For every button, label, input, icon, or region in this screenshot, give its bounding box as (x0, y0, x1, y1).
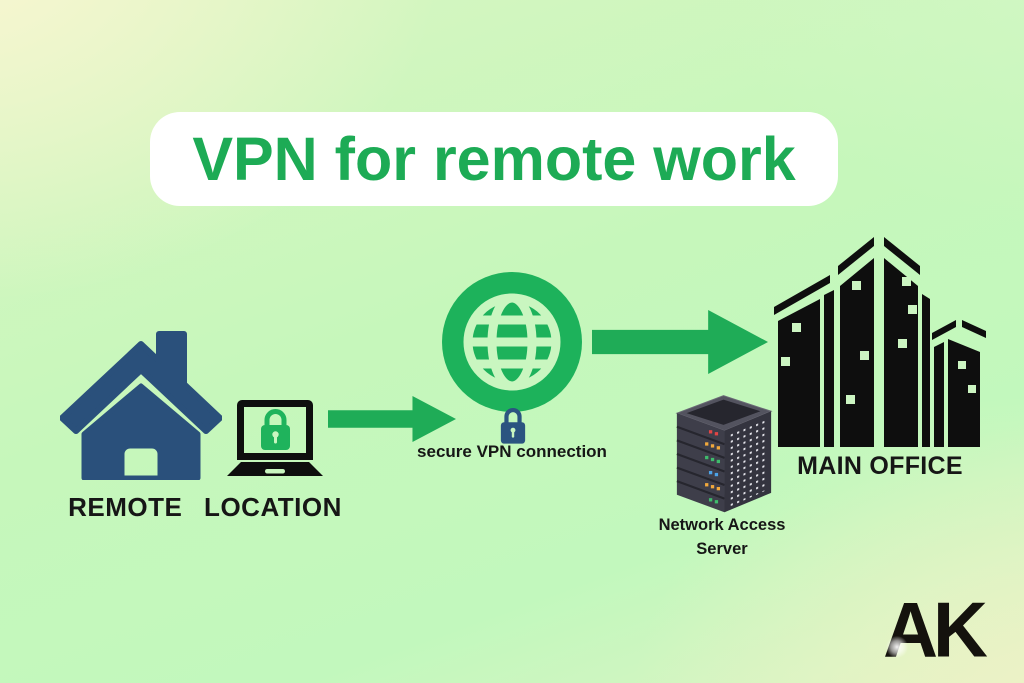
page-title: VPN for remote work (192, 125, 796, 193)
nas-label-line1: Network Access (658, 516, 786, 534)
server-icon (675, 395, 773, 513)
buildings-icon (774, 237, 986, 447)
secure-vpn-label: secure VPN connection (417, 442, 607, 461)
nas-label-line2: Server (696, 540, 748, 558)
remote-location-label: REMOTE LOCATION (68, 492, 342, 522)
laptop-icon (227, 400, 323, 476)
logo-highlight-dot (886, 636, 908, 658)
brand-logo: AK (868, 586, 998, 674)
padlock-icon (500, 407, 526, 444)
arrow-right-icon (592, 310, 768, 374)
building-windows (781, 277, 976, 404)
globe-lines (463, 293, 561, 391)
globe-icon (442, 272, 582, 412)
brand-logo-text: AK (883, 586, 988, 674)
house-icon (60, 331, 222, 480)
server-leds (705, 430, 721, 504)
nas-label: Network Access Server (632, 513, 812, 561)
arrow-right-icon (328, 396, 456, 442)
main-office-label: MAIN OFFICE (797, 452, 963, 480)
title-banner: VPN for remote work (150, 112, 838, 206)
padlock-icon (261, 409, 290, 450)
